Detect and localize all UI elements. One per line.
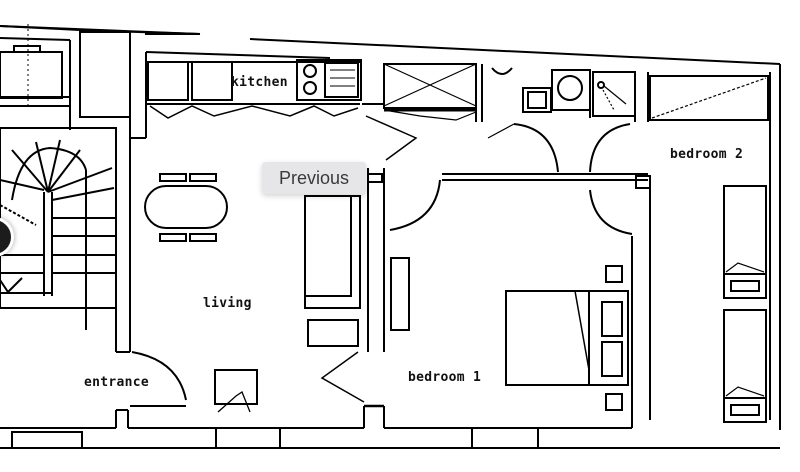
room-label-bedroom-1: bedroom 1 — [408, 370, 481, 385]
room-label-bedroom-2: bedroom 2 — [670, 147, 743, 162]
room-label-entrance: entrance — [84, 375, 149, 390]
room-label-living: living — [203, 296, 252, 311]
room-label-kitchen: kitchen — [231, 75, 288, 90]
previous-tooltip: Previous — [262, 162, 366, 194]
